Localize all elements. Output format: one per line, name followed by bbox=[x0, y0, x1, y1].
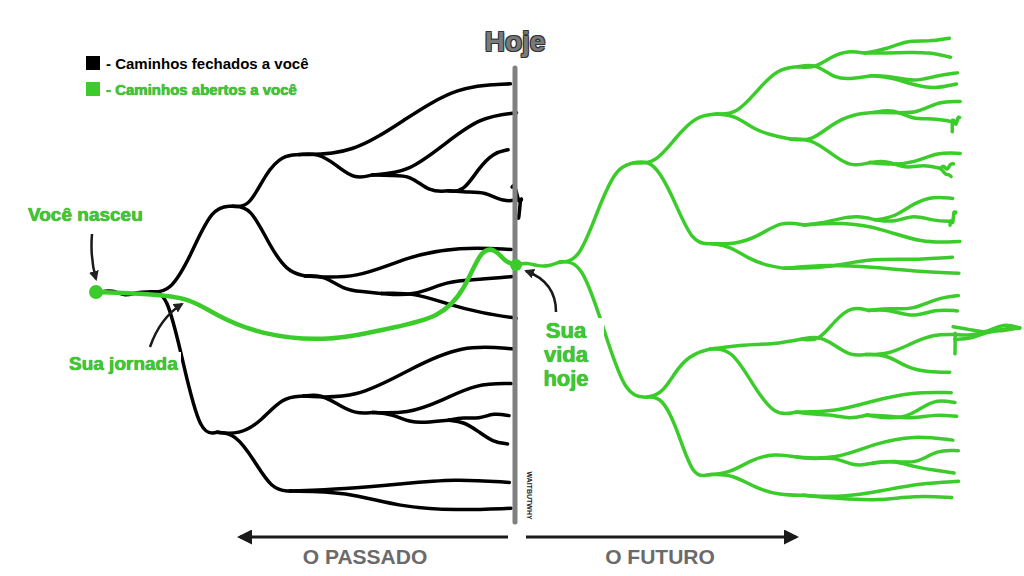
leader-arrow bbox=[526, 271, 556, 312]
branch-path bbox=[804, 495, 952, 499]
today-life-label: Sua vida hoje bbox=[528, 318, 604, 392]
branch-path bbox=[372, 175, 448, 191]
branch-path bbox=[941, 168, 951, 176]
branch-path bbox=[647, 349, 710, 397]
branch-path bbox=[299, 154, 372, 177]
branch-path bbox=[372, 113, 516, 175]
birth-dot bbox=[89, 285, 103, 299]
branch-path bbox=[791, 113, 874, 140]
branch-path bbox=[299, 84, 510, 155]
branch-path bbox=[449, 150, 509, 191]
branch-path bbox=[874, 462, 954, 473]
branch-path bbox=[953, 333, 957, 354]
branch-path bbox=[802, 308, 868, 340]
legend-row: - Caminhos abertos a você bbox=[86, 76, 309, 102]
branch-path bbox=[449, 420, 508, 444]
today-dot bbox=[510, 259, 522, 271]
branch-path bbox=[712, 244, 785, 269]
birth-label: Você nasceu bbox=[28, 204, 143, 226]
leader-arrow bbox=[92, 234, 97, 279]
branch-path bbox=[797, 457, 874, 465]
past-axis-label: O PASSADO bbox=[280, 545, 450, 569]
branch-path bbox=[373, 412, 449, 422]
branch-path bbox=[866, 334, 955, 354]
branch-path bbox=[804, 481, 959, 496]
branch-path bbox=[716, 114, 790, 139]
open-paths bbox=[516, 38, 1020, 499]
branch-path bbox=[516, 262, 560, 266]
branch-path bbox=[797, 393, 952, 412]
branch-path bbox=[150, 206, 232, 292]
branch-path bbox=[708, 455, 796, 475]
branch-path bbox=[305, 276, 381, 294]
branch-path bbox=[868, 296, 958, 311]
branch-path bbox=[797, 412, 868, 418]
branch-path bbox=[712, 223, 804, 244]
today-heading: Hoje bbox=[465, 26, 565, 58]
branch-path bbox=[647, 397, 708, 476]
branch-path bbox=[560, 163, 634, 262]
legend-swatch bbox=[86, 56, 100, 70]
leader-arrow bbox=[150, 304, 182, 347]
branch-path bbox=[634, 114, 716, 163]
branch-path bbox=[290, 480, 509, 491]
time-arrow bbox=[526, 536, 796, 539]
branch-path bbox=[304, 395, 373, 413]
branch-path bbox=[708, 474, 804, 495]
today-line bbox=[513, 68, 518, 522]
branch-path bbox=[950, 120, 954, 132]
legend-swatch bbox=[86, 82, 100, 96]
branch-path bbox=[232, 206, 305, 276]
branch-path bbox=[449, 191, 522, 201]
branch-path bbox=[865, 52, 951, 57]
branch-path bbox=[710, 339, 802, 349]
legend-text: - Caminhos abertos a você bbox=[106, 81, 297, 98]
journey-line bbox=[95, 250, 516, 339]
branch-path bbox=[798, 65, 871, 78]
branch-path bbox=[791, 139, 870, 165]
branch-path bbox=[634, 162, 712, 244]
legend-text: - Caminhos fechados a você bbox=[106, 55, 309, 72]
branch-path bbox=[866, 355, 950, 373]
journey-path bbox=[95, 250, 516, 339]
branch-path bbox=[804, 223, 960, 242]
journey-label: Sua jornada bbox=[66, 352, 181, 376]
branch-path bbox=[802, 337, 866, 355]
branch-path bbox=[870, 162, 941, 169]
legend-row: - Caminhos fechados a você bbox=[86, 50, 309, 76]
branch-path bbox=[304, 347, 515, 397]
signature-watermark: WAITBUTWHY bbox=[526, 471, 533, 519]
branch-path bbox=[871, 76, 956, 88]
time-arrow bbox=[240, 536, 508, 539]
future-axis-label: O FUTURO bbox=[580, 545, 740, 569]
branch-path bbox=[875, 217, 952, 221]
branch-path bbox=[867, 415, 957, 418]
branch-path bbox=[955, 328, 1020, 339]
legend: - Caminhos fechados a você - Caminhos abe… bbox=[86, 50, 309, 102]
branch-path bbox=[716, 67, 797, 114]
branch-path bbox=[868, 310, 957, 315]
branch-path bbox=[217, 396, 304, 433]
branch-path bbox=[785, 266, 959, 274]
branch-path bbox=[217, 432, 290, 491]
branch-path bbox=[710, 349, 796, 414]
branch-path bbox=[518, 199, 522, 218]
branch-path bbox=[874, 111, 952, 122]
branch-path bbox=[950, 221, 952, 225]
branch-path bbox=[290, 491, 511, 509]
branch-path bbox=[449, 414, 509, 420]
branch-path bbox=[373, 384, 511, 413]
branch-path bbox=[232, 155, 299, 207]
